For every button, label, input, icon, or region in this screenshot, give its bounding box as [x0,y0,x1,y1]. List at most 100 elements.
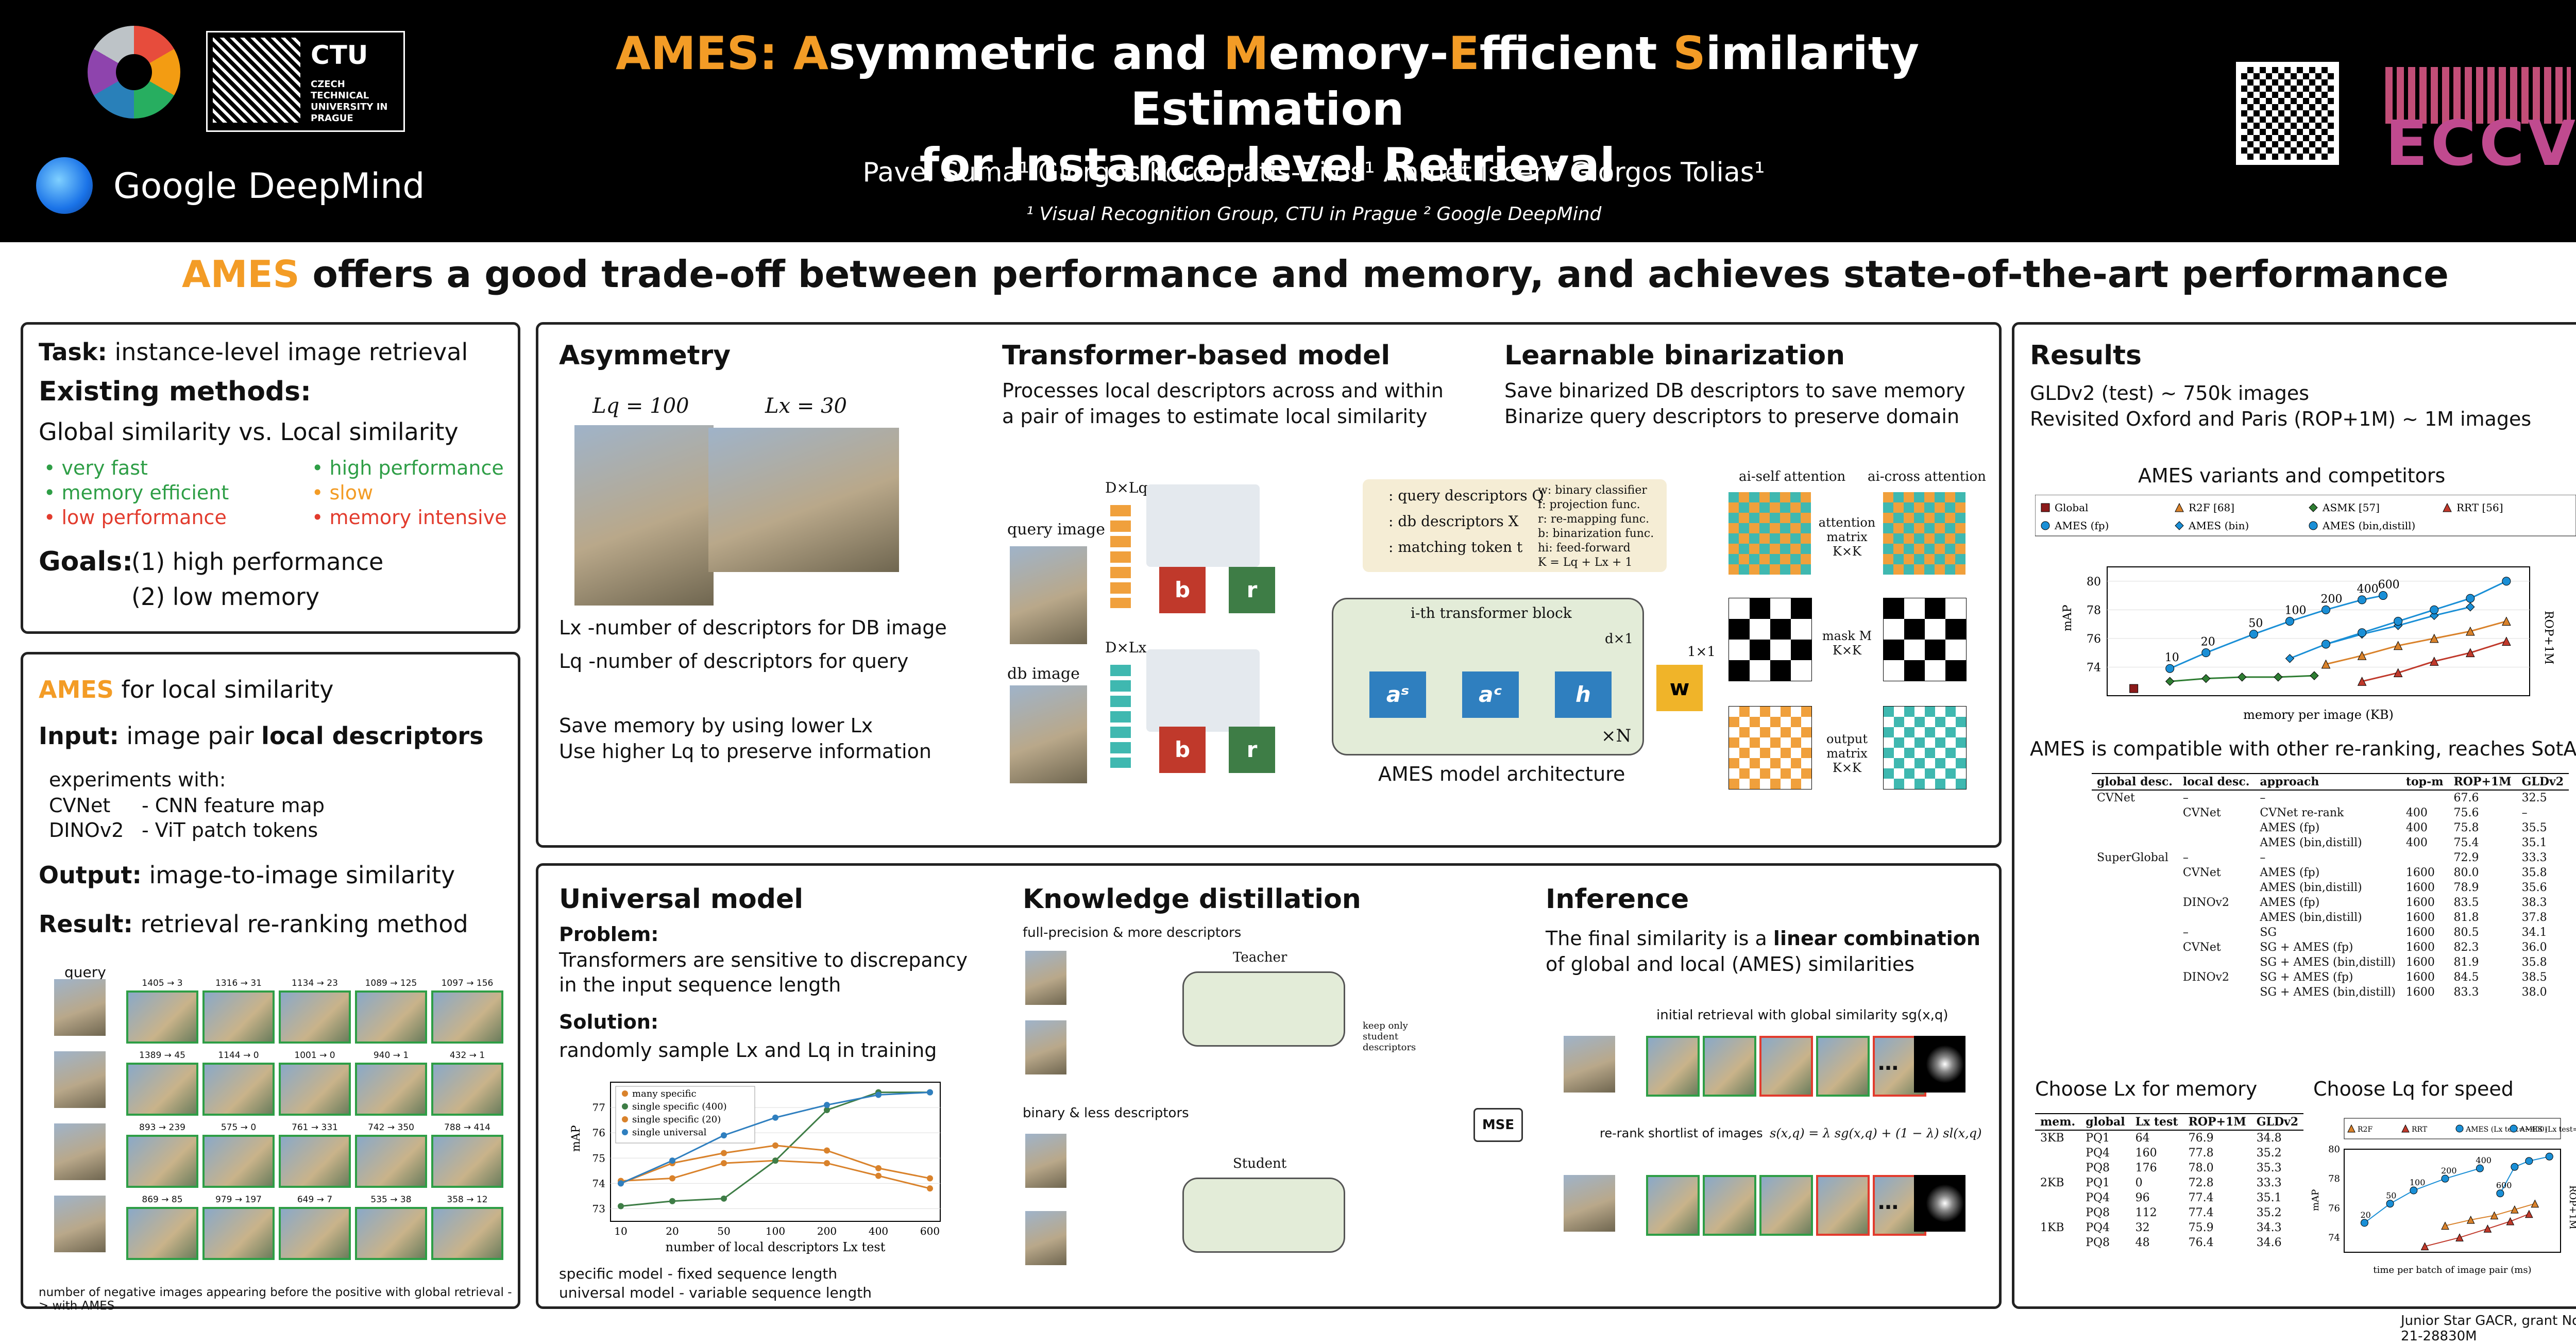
table-cell: 35.3 [2256,1162,2282,1174]
series-line [2500,1156,2550,1194]
data-point [2466,648,2475,658]
x-tick-label: 10 [614,1225,627,1237]
ellipsis-icon: … [1878,1190,1899,1214]
data-point [2441,1174,2449,1183]
table-cell: AMES (bin,distill) [2260,911,2362,924]
solution-text: randomly sample Lx and Lq in training [559,1039,937,1062]
title-part: AMES: [615,27,793,80]
student-block: Student [1182,1156,1345,1253]
table-cell: 76.4 [2188,1236,2214,1249]
query-thumbnail [54,1196,106,1252]
point-label: 10 [2165,651,2179,664]
results-box: Results GLDv2 (test) ~ 750k images Revis… [2012,322,2576,1309]
table-cell: PQ1 [2086,1177,2110,1189]
kd-image-3 [1025,1134,1066,1188]
legend-marker [622,1090,628,1097]
data-point [2041,521,2050,530]
eccv-logo: ECCV [2380,57,2576,180]
x-tick-label: 20 [666,1225,679,1237]
y-tick-label: 76 [592,1127,605,1139]
legend-function-item: hi: feed-forward [1538,542,1631,555]
grant-note: Junior Star GACR, grant No. GM 21-28830M [2401,1313,2576,1344]
table-cell [2401,790,2449,805]
data-point [2466,602,2475,612]
inference-result-image [1703,1036,1756,1097]
mse-box: MSE [1473,1108,1523,1142]
data-point [2358,628,2367,637]
classifier-w: w [1656,665,1703,711]
global-pro-2: • memory efficient [44,481,229,504]
data-point [2429,633,2439,643]
inference-result-image [1646,1036,1700,1097]
title-part: E [1448,27,1480,80]
retrieved-thumbnail [431,990,503,1044]
table-cell: AMES (fp) [2260,866,2320,879]
rank-change-label: 1389 → 45 [139,1050,185,1061]
table-cell [2092,880,2178,895]
skyline-icon [2385,67,2571,124]
point-label: 50 [2248,617,2263,630]
data-point [2347,1124,2355,1133]
table-cell: SG + AMES (bin,distill) [2260,956,2396,969]
self-output-matrix [1728,706,1812,789]
data-point [2410,1186,2418,1195]
legend-label: many specific [632,1088,697,1099]
table-cell: 2KB [2040,1177,2064,1189]
retrieved-thumbnail [202,1063,275,1116]
legend-function-item: f: projection func. [1538,498,1640,511]
table-cell: 32.5 [2521,792,2547,804]
table-cell: SG [2260,926,2277,939]
data-point [2249,630,2258,639]
plot-frame [2344,1149,2561,1253]
data-point [927,1175,933,1182]
rank-change-label: 742 → 350 [368,1122,414,1133]
retrieved-thumbnail [126,1207,198,1260]
table-cell: 400 [2405,836,2428,849]
results-title: Results [2030,340,2142,371]
title-part: symmetric and [828,27,1224,80]
retrieved-thumbnail [279,1207,351,1260]
retrieved-thumbnail [355,990,427,1044]
gldv2-note: GLDv2 (test) ~ 750k images [2030,382,2310,405]
point-label: 100 [2410,1178,2426,1187]
keep-only-note: keep only student descriptors [1363,1020,1416,1053]
table-cell: 38.5 [2521,971,2547,984]
y-tick-label: 74 [2087,661,2101,674]
self-attention-matrix [1728,492,1811,575]
retrieved-thumbnail [202,1135,275,1188]
legend-frame [2035,495,2576,536]
table-header-cell: GLDv2 [2521,775,2564,788]
table-cell: 34.3 [2256,1221,2282,1234]
x-tick-label: 600 [920,1225,940,1237]
table-cell [2092,820,2178,835]
lx-definition: Lx -number of descriptors for DB image [559,616,947,639]
legend-label: Global [2055,501,2089,514]
memory-table-title: Choose Lx for memory [2035,1078,2258,1100]
y2-axis-label: ROP+1M [2542,611,2555,664]
legend-panel: : query descriptors Q : db descriptors X… [1363,479,1667,572]
retrieved-thumbnail [355,1207,427,1260]
rank-change-label: 1001 → 0 [294,1050,335,1061]
db-image-label: db image [1007,665,1080,683]
lq-label: Lq = 100 [592,394,689,418]
table-cell [2035,1161,2080,1175]
data-point [2511,1205,2519,1214]
table-cell: 1600 [2405,956,2435,969]
y2-axis-label: ROP+1M [2567,1185,2576,1229]
vrg-logo [88,26,180,119]
table-cell: 1600 [2405,986,2435,999]
table-header-cell: global desc. [2097,775,2173,788]
universal-title: Universal model [559,884,804,915]
ctu-subtext: CZECH TECHNICAL UNIVERSITY IN PRAGUE [311,79,388,124]
table-cell: AMES (bin,distill) [2260,836,2362,849]
data-point [2476,1164,2484,1172]
rank-change-label: 1316 → 31 [215,978,262,988]
data-point [2285,654,2295,663]
title-line-2: for Instance-level Retrieval [919,138,1616,191]
